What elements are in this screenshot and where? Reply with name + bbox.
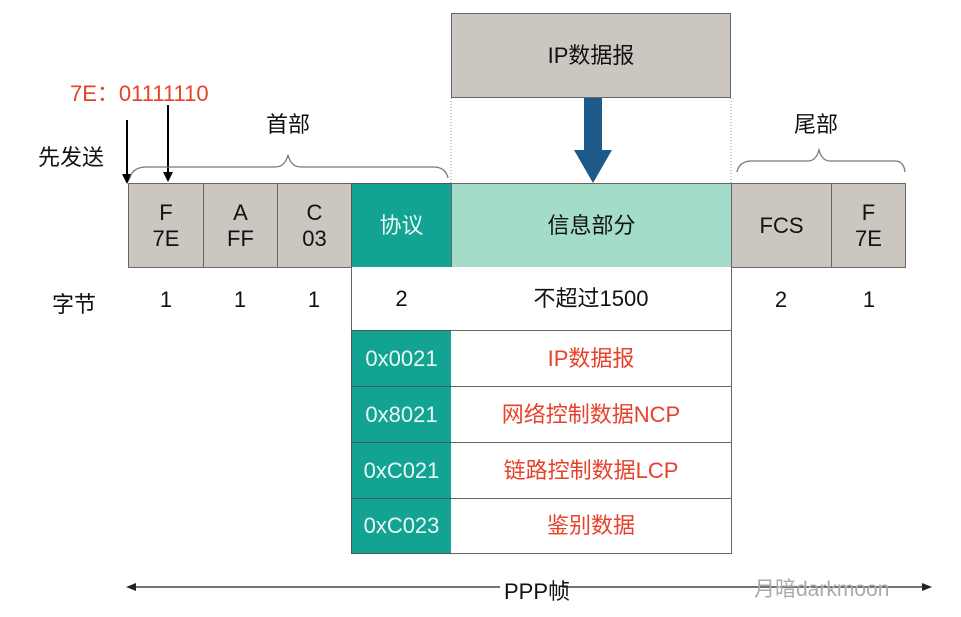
field-fcs: FCS: [731, 183, 832, 268]
byte-count: 1: [862, 287, 876, 312]
ip-datagram-label: IP数据报: [547, 42, 635, 68]
header-label: 首部: [266, 112, 311, 137]
trailer-label: 尾部: [794, 112, 839, 137]
ppp-frame-label: PPP帧: [504, 579, 571, 604]
protocol-code: 0x0021: [351, 330, 452, 387]
bytes-label: 字节: [52, 292, 97, 317]
protocol-code: 0xC023: [351, 498, 452, 554]
field-information: 信息部分: [451, 183, 732, 268]
protocol-code: 0x8021: [351, 386, 452, 443]
protocol-meaning: 链路控制数据LCP: [451, 442, 732, 499]
send-first-label: 先发送: [38, 145, 105, 170]
field-protocol: 协议: [351, 183, 452, 268]
protocol-bytes-cell: 2: [351, 267, 452, 331]
info-bytes-cell: 不超过1500: [451, 267, 732, 331]
trailer-brace: [736, 147, 906, 173]
byte-count: 1: [233, 287, 247, 312]
protocol-code: 0xC021: [351, 442, 452, 499]
byte-count: 2: [774, 287, 788, 312]
ip-datagram-box: IP数据报: [451, 13, 731, 98]
header-brace: [129, 154, 449, 179]
protocol-meaning: IP数据报: [451, 330, 732, 387]
byte-count: 1: [159, 287, 173, 312]
protocol-meaning: 鉴别数据: [451, 498, 732, 554]
flag-note: 7E：01111110: [70, 81, 209, 106]
byte-count: 1: [307, 287, 321, 312]
down-arrow-icon: [574, 98, 612, 183]
protocol-meaning: 网络控制数据NCP: [451, 386, 732, 443]
watermark: 月暗darkmoon: [754, 578, 890, 601]
